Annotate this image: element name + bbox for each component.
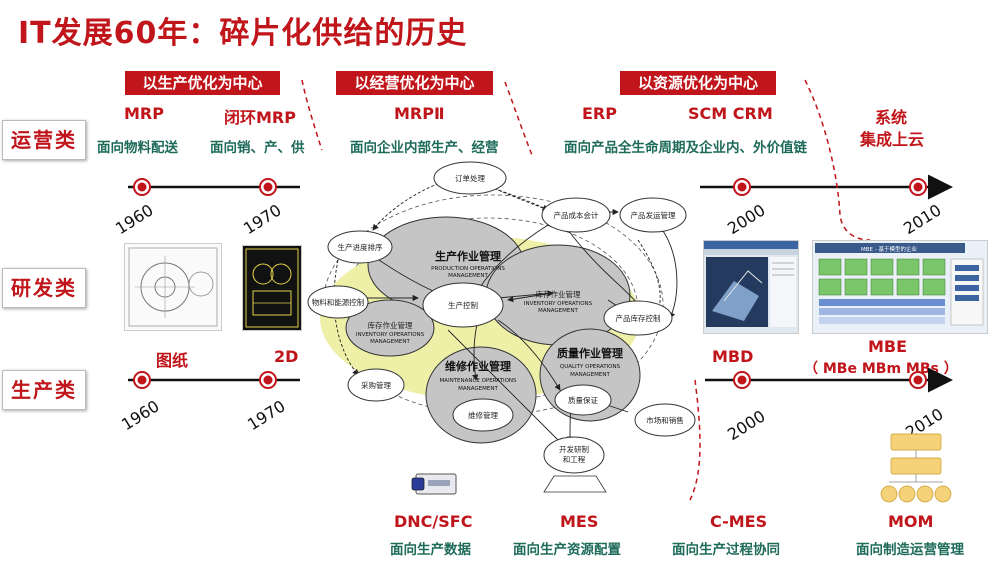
label-cmes-desc: 面向生产过程协同 [672, 542, 780, 558]
node-purchase-label: 采购管理 [361, 380, 391, 390]
label-integrated-cloud: 集成上云 [860, 130, 925, 149]
cluster-inventory-right-en2: MANAGEMENT [538, 308, 578, 314]
label-closed-mrp-desc: 面向销、产、供 [210, 140, 305, 156]
era-divider-1 [301, 79, 323, 151]
label-system: 系统 [875, 108, 908, 127]
category-rnd: 研发类 [2, 268, 86, 308]
cluster-maintenance-en2: MANAGEMENT [458, 386, 498, 392]
engineering-drawing-image [124, 243, 222, 331]
node-cost [541, 197, 611, 233]
category-operations: 运营类 [2, 120, 86, 160]
cluster-production-ops-en1: PRODUCTION OPERATIONS [431, 266, 505, 272]
dnc-device-icon [410, 470, 458, 496]
cluster-inventory-right-title: 库存作业管理 [536, 289, 581, 299]
label-mom: MOM [888, 512, 934, 531]
rnd-base-shape [543, 475, 607, 493]
node-rnd-label-1: 开发研制 [559, 444, 589, 454]
label-mrp2-desc: 面向企业内部生产、经营 [350, 140, 499, 156]
node-rnd-label-2: 和工程 [563, 455, 586, 464]
mbe-panel-image: MBE - 基于模型的企业 [812, 240, 988, 334]
node-material [307, 285, 369, 319]
label-scm-crm: SCM CRM [688, 104, 773, 123]
label-erp: ERP [582, 104, 617, 123]
label-dnc-desc: 面向生产数据 [390, 542, 471, 558]
label-mom-desc: 面向制造运营管理 [856, 542, 964, 558]
process-diagram: 订单处理 产品成本会计 产品发运管理 生产进度排序 生产作业管理 PRODUCT… [307, 161, 696, 493]
label-cmes: C-MES [710, 512, 768, 531]
label-erp-desc: 面向产品全生命周期及企业内、外价值链 [564, 140, 807, 156]
node-order [433, 161, 507, 195]
node-qa-label: 质量保证 [568, 395, 598, 405]
cluster-quality-title: 质量作业管理 [557, 346, 623, 360]
banner-resource-centric: 以资源优化为中心 [620, 71, 776, 95]
label-mes-desc: 面向生产资源配置 [513, 542, 621, 558]
mbd-software-image [703, 240, 799, 334]
label-mbd: MBD [712, 347, 754, 366]
label-mrp-desc: 面向物料配送 [97, 140, 178, 156]
cluster-production-ops-en2: MANAGEMENT [448, 273, 488, 279]
node-delivery-label: 产品发运管理 [631, 210, 676, 220]
cluster-quality-en1: QUALITY OPERATIONS [560, 364, 621, 370]
node-material-label: 物料和能源控制 [312, 297, 365, 307]
label-mrp2: MRPⅡ [394, 104, 445, 123]
era-divider-4 [689, 379, 701, 501]
label-drawing: 图纸 [156, 351, 189, 370]
mom-flowchart-image [877, 432, 955, 510]
node-cost-label: 产品成本会计 [554, 210, 599, 220]
label-mrp: MRP [124, 104, 164, 123]
era-divider-3 [804, 79, 871, 241]
label-closed-mrp: 闭环MRP [224, 108, 296, 127]
timeline-dots [133, 178, 927, 389]
node-stock-control-label: 产品库存控制 [616, 313, 661, 323]
cluster-inventory-ops-left [345, 299, 435, 357]
node-stock-control [603, 300, 673, 336]
node-qa [554, 384, 612, 416]
banner-business-centric: 以经营优化为中心 [336, 71, 493, 95]
node-production-control-label: 生产控制 [448, 300, 478, 310]
node-maintenance [452, 398, 514, 432]
node-rnd [543, 436, 605, 474]
node-order-label: 订单处理 [455, 173, 485, 183]
cluster-inventory-left-title: 库存作业管理 [368, 320, 413, 330]
page-title: IT发展60年：碎片化供给的历史 [18, 16, 468, 51]
cluster-production-ops-title: 生产作业管理 [435, 249, 501, 263]
banner-production-centric: 以生产优化为中心 [125, 71, 280, 95]
category-production: 生产类 [2, 370, 86, 410]
cluster-inventory-left-en1: INVENTORY OPERATIONS [356, 332, 425, 338]
era-divider-2 [504, 81, 533, 156]
label-2d: 2D [274, 347, 299, 366]
node-delivery [619, 197, 687, 233]
mbe-panel-title: MBE - 基于模型的企业 [861, 245, 917, 253]
cluster-maintenance-title: 维修作业管理 [445, 359, 511, 373]
node-schedule-label: 生产进度排序 [338, 242, 383, 252]
node-purchase [347, 368, 405, 402]
label-mbe: MBE [868, 337, 908, 356]
cluster-maintenance-en1: MAINTENANCE OPERATIONS [439, 378, 517, 384]
cad-2d-image [242, 245, 302, 331]
cluster-inventory-left-en2: MANAGEMENT [370, 339, 410, 345]
cluster-quality-en2: MANAGEMENT [570, 372, 610, 378]
label-mes: MES [560, 512, 599, 531]
cluster-inventory-right-en1: INVENTORY OPERATIONS [524, 301, 593, 307]
node-production-control [422, 282, 504, 328]
label-dnc-sfc: DNC/SFC [394, 512, 473, 531]
node-maintenance-label: 维修管理 [468, 410, 498, 420]
node-schedule [327, 230, 393, 264]
node-market-label: 市场和销售 [646, 415, 684, 425]
node-market [634, 403, 696, 437]
